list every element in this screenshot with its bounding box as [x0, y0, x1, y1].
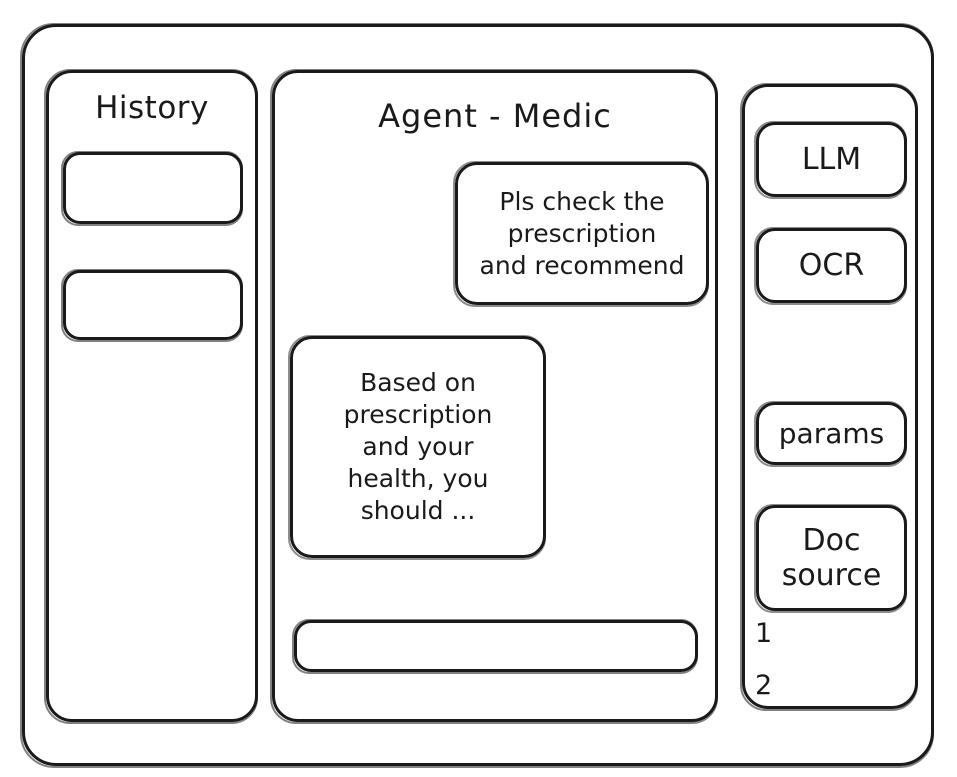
tool-button-params[interactable]: params [754, 401, 907, 467]
history-panel-title: History [95, 90, 209, 126]
doc-source-line: source [781, 558, 882, 593]
chat-message-assistant: Based on prescription and your health, y… [288, 335, 546, 560]
doc-source-line: Doc [802, 522, 861, 558]
chat-message-line: health, you [347, 464, 489, 493]
tool-button-doc-source[interactable]: Doc source [754, 504, 907, 613]
doc-source-marker[interactable]: 2 [755, 670, 773, 701]
chat-message-line: and recommend [479, 250, 685, 280]
history-list-item[interactable] [61, 151, 243, 226]
chat-message-line: and your [362, 432, 474, 461]
doc-source-marker[interactable]: 1 [755, 618, 773, 649]
history-list-item[interactable] [61, 269, 243, 342]
chat-message-line: prescription [343, 400, 493, 429]
message-composer-input[interactable] [292, 619, 698, 674]
chat-message-line: Based on [360, 368, 476, 397]
chat-message-line: prescription [507, 218, 657, 248]
tool-button-llm[interactable]: LLM [754, 121, 907, 199]
agent-panel-title: Agent - Medic [378, 97, 612, 135]
chat-message-line: Pls check the [499, 186, 665, 216]
chat-message-user: Pls check the prescription and recommend [453, 161, 709, 307]
chat-message-line: should ... [360, 496, 476, 525]
tool-button-ocr[interactable]: OCR [754, 227, 907, 305]
